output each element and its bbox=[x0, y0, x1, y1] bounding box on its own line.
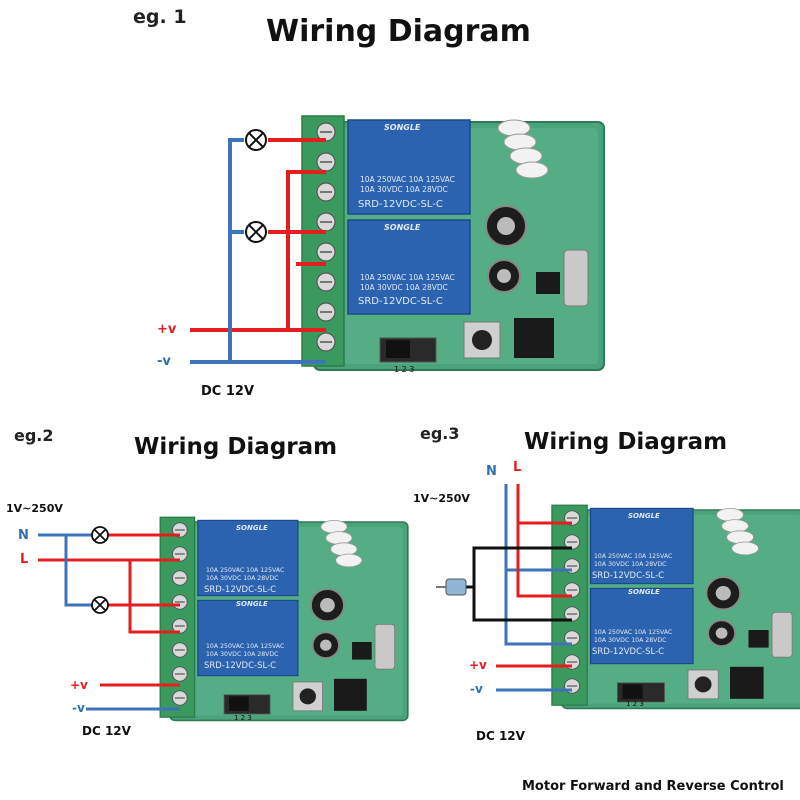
voltage-range-label-3: 1V~250V bbox=[413, 492, 470, 505]
relay-spec-line: 10A 30VDC 10A 28VDC bbox=[594, 637, 667, 644]
relay-board-3 bbox=[551, 504, 800, 710]
relay-brand-label: SONGLE bbox=[236, 600, 268, 608]
relay-board-1 bbox=[301, 115, 605, 371]
panel-eg2: SONGLE 10A 250VAC 10A 125VAC 10A 30VDC 1… bbox=[38, 516, 409, 722]
relay-spec-line: 10A 250VAC 10A 125VAC bbox=[206, 567, 284, 574]
relay-brand-label: SONGLE bbox=[236, 524, 268, 532]
jumper-numbers: 1 2 3 bbox=[234, 714, 252, 722]
wiring-diagram-title-2: Wiring Diagram bbox=[134, 434, 338, 460]
negative-wires-1 bbox=[190, 138, 326, 364]
positive-label-1: +v bbox=[157, 322, 177, 337]
negative-label-3: -v bbox=[470, 682, 483, 696]
lamp-icon bbox=[245, 129, 267, 151]
motor-control-caption: Motor Forward and Reverse Control bbox=[522, 779, 784, 794]
example-2-label: eg.2 bbox=[14, 426, 54, 445]
relay-board-2 bbox=[159, 516, 409, 722]
relay-spec-line: 10A 30VDC 10A 28VDC bbox=[206, 651, 279, 658]
relay-model-label: SRD-12VDC-SL-C bbox=[204, 661, 276, 671]
relay-spec-line: 10A 250VAC 10A 125VAC bbox=[360, 175, 455, 184]
relay-spec-line: 10A 250VAC 10A 125VAC bbox=[360, 273, 455, 282]
power-label-2: DC 12V bbox=[82, 724, 131, 738]
power-label-1: DC 12V bbox=[201, 384, 255, 399]
relay-spec-line: 10A 250VAC 10A 125VAC bbox=[594, 553, 672, 560]
relay-model-label: SRD-12VDC-SL-C bbox=[204, 585, 276, 595]
relay-spec-line: 10A 250VAC 10A 125VAC bbox=[206, 643, 284, 650]
relay-spec-line: 10A 30VDC 10A 28VDC bbox=[360, 283, 448, 292]
relay-brand-label: SONGLE bbox=[628, 512, 660, 520]
panel-eg1: SONGLE 10A 250VAC 10A 125VAC 10A 30VDC 1… bbox=[190, 115, 605, 374]
neutral-label-3: N bbox=[486, 464, 497, 479]
wiring-diagram-title-1: Wiring Diagram bbox=[266, 14, 531, 49]
lamp-icon bbox=[91, 596, 109, 614]
lamp-icon bbox=[91, 526, 109, 544]
relay-model-label: SRD-12VDC-SL-C bbox=[592, 571, 664, 581]
panel-eg3: SONGLE 10A 250VAC 10A 125VAC 10A 30VDC 1… bbox=[436, 484, 800, 710]
jumper-numbers: 1 2 3 bbox=[626, 700, 644, 708]
neutral-wires-2 bbox=[38, 533, 180, 711]
neutral-label-2: N bbox=[18, 528, 29, 543]
positive-wires-1 bbox=[190, 138, 326, 332]
relay-brand-label: SONGLE bbox=[628, 588, 660, 596]
lamp-icon bbox=[245, 221, 267, 243]
positive-label-2: +v bbox=[70, 678, 88, 692]
motor-icon bbox=[436, 578, 467, 596]
relay-spec-line: 10A 30VDC 10A 28VDC bbox=[594, 561, 667, 568]
live-wires-2 bbox=[38, 533, 180, 687]
voltage-range-label-2: 1V~250V bbox=[6, 502, 63, 515]
relay-model-label: SRD-12VDC-SL-C bbox=[358, 199, 443, 210]
relay-model-label: SRD-12VDC-SL-C bbox=[592, 647, 664, 657]
relay-brand-label: SONGLE bbox=[384, 123, 421, 132]
relay-spec-line: 10A 250VAC 10A 125VAC bbox=[594, 629, 672, 636]
positive-label-3: +v bbox=[469, 658, 487, 672]
example-3-label: eg.3 bbox=[420, 424, 460, 443]
live-label-3: L bbox=[513, 460, 522, 475]
relay-spec-line: 10A 30VDC 10A 28VDC bbox=[360, 185, 448, 194]
relay-model-label: SRD-12VDC-SL-C bbox=[358, 296, 443, 307]
negative-label-1: -v bbox=[157, 354, 171, 369]
example-1-label: eg. 1 bbox=[133, 6, 187, 28]
negative-label-2: -v bbox=[72, 701, 85, 715]
jumper-numbers: 1 2 3 bbox=[394, 365, 414, 374]
power-label-3: DC 12V bbox=[476, 729, 525, 743]
wiring-diagram-title-3: Wiring Diagram bbox=[524, 429, 728, 455]
motor-wires-3 bbox=[466, 546, 572, 622]
relay-spec-line: 10A 30VDC 10A 28VDC bbox=[206, 575, 279, 582]
live-label-2: L bbox=[20, 552, 29, 567]
relay-brand-label: SONGLE bbox=[384, 223, 421, 232]
